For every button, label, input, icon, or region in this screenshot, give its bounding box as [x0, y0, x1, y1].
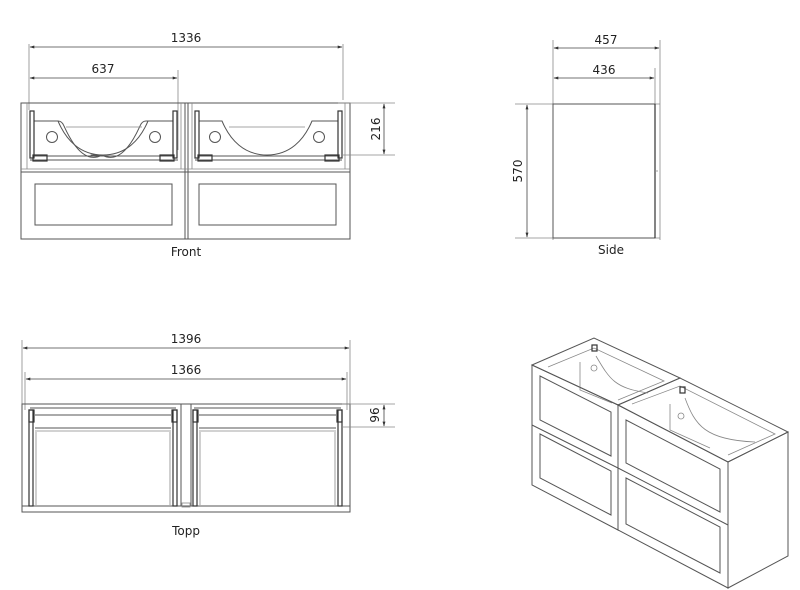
dimension-1366: 1366 [24, 363, 348, 410]
isometric-view [530, 337, 790, 589]
dimension-label-rail-depth: 96 [368, 407, 382, 422]
view-label-top: Topp [171, 524, 200, 538]
front-view: 1336 637 [20, 31, 395, 259]
front-upper-left-compartment [26, 103, 182, 169]
dimension-label-overall-depth: 457 [595, 33, 618, 47]
top-view: 1396 1366 [21, 332, 395, 538]
top-left-compartment [28, 407, 178, 507]
view-label-front: Front [171, 245, 202, 259]
dimension-label-overall-width: 1336 [171, 31, 202, 45]
dimension-label-module-width: 637 [92, 62, 115, 76]
front-upper-right-compartment [191, 103, 346, 169]
dimension-1396: 1396 [21, 332, 351, 410]
dimension-1336: 1336 [28, 31, 344, 110]
iso-drawer-panel-upper-right [625, 419, 721, 513]
dimension-436: 436 [553, 63, 656, 105]
view-label-side: Side [598, 243, 624, 257]
dimension-216: 216 [338, 102, 395, 156]
iso-drawer-panel-lower-right [625, 477, 721, 574]
front-lower-right-drawer-panel [198, 183, 337, 226]
dimension-label-overall-width-top: 1396 [171, 332, 202, 346]
side-view: 457 436 570 Side [511, 33, 661, 257]
iso-drawer-panel-lower-left [539, 433, 612, 516]
dimension-label-drawer-height: 216 [369, 118, 383, 141]
front-lower-left-drawer-panel [34, 183, 173, 226]
dimension-637: 637 [29, 62, 179, 150]
dimension-label-height: 570 [511, 160, 525, 183]
dimension-label-inner-depth: 436 [593, 63, 616, 77]
dimension-570: 570 [511, 104, 529, 238]
dimension-label-inner-width: 1366 [171, 363, 202, 377]
top-right-compartment [192, 407, 343, 507]
dimension-96: 96 [342, 403, 395, 428]
iso-drawer-panel-upper-left [539, 375, 612, 457]
